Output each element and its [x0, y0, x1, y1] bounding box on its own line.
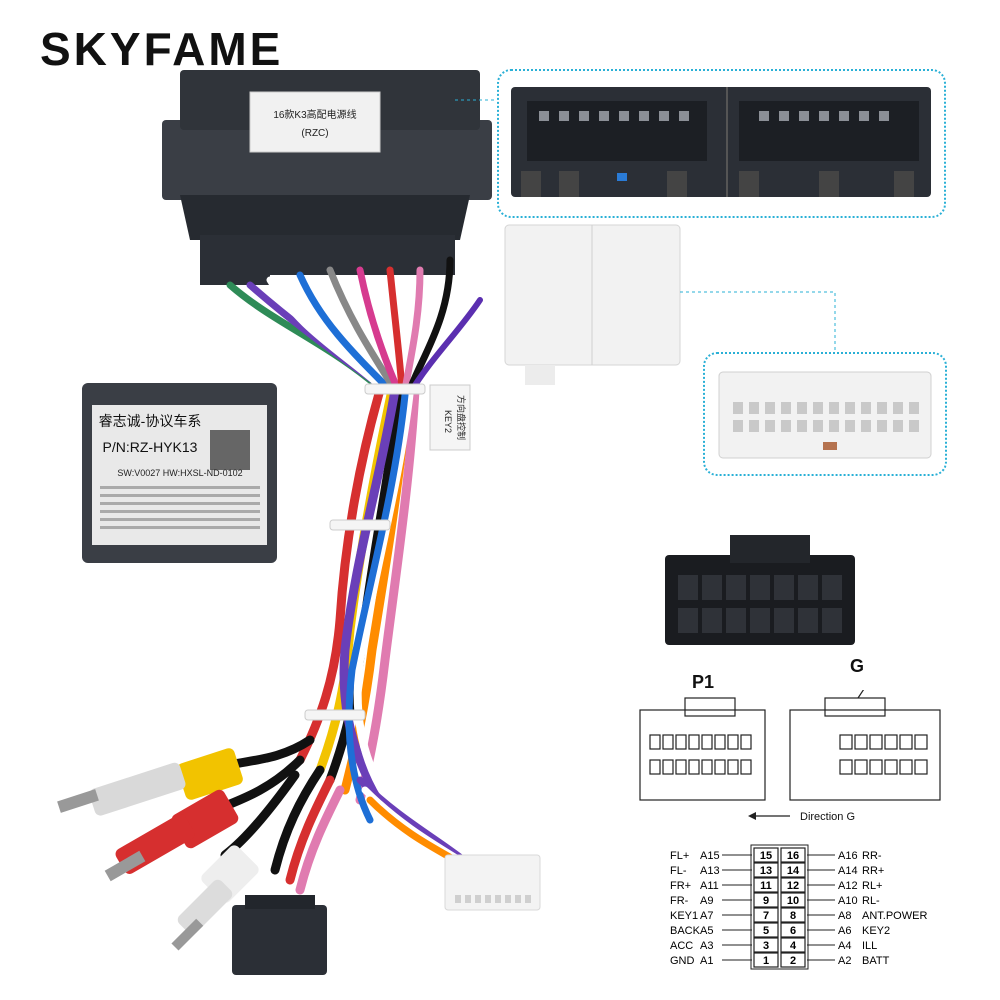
pin-left-code: A9 — [700, 895, 713, 907]
pin-left-label: FL- — [670, 865, 687, 877]
pin-right-code: A6 — [838, 925, 851, 937]
pin-right-label: RR+ — [862, 865, 884, 877]
inset-main-connector-face — [497, 69, 946, 218]
pin-left-num: 15 — [760, 850, 772, 862]
pin-left-code: A3 — [700, 940, 713, 952]
main-connector-label-line1: 16款K3高配电源线 — [273, 108, 356, 121]
pin-right-code: A2 — [838, 955, 851, 967]
pin-left-code: A7 — [700, 910, 713, 922]
rca-plug-white — [171, 845, 259, 951]
pin-left-label: ACC — [670, 940, 693, 952]
zip-ties — [304, 383, 426, 721]
white-connector — [504, 224, 681, 385]
pinout-line-drawings: Direction G — [639, 690, 941, 823]
iso-connector-render — [665, 535, 855, 645]
direction-label: Direction G — [800, 811, 855, 823]
main-connector-label-line2: (RZC) — [301, 128, 328, 139]
pin-left-code: A13 — [700, 865, 720, 877]
rca-plug-red — [104, 789, 239, 882]
pin-left-label: KEY1 — [670, 910, 698, 922]
pin-right-num: 12 — [787, 880, 799, 892]
module-pn: P/N:RZ-HYK13 — [103, 439, 198, 455]
pin-right-code: A16 — [838, 850, 858, 862]
rca-plug-yellow — [57, 748, 243, 816]
pin-left-label: FL+ — [670, 850, 689, 862]
pin-left-label: FR- — [670, 895, 689, 907]
main-connector: 16款K3高配电源线 (RZC) — [162, 70, 492, 285]
brand-logo: SKYFAME — [40, 23, 284, 75]
pin-right-num: 14 — [787, 865, 800, 877]
cable-tag-line2: 方向盘控制 — [456, 395, 467, 440]
pin-left-code: A15 — [700, 850, 720, 862]
pin-right-num: 10 — [787, 895, 799, 907]
pin-right-num: 8 — [790, 910, 796, 922]
pin-left-num: 5 — [763, 925, 769, 937]
pin-right-label: RR- — [862, 850, 882, 862]
bottom-black-connector — [232, 895, 327, 975]
pin-right-num: 6 — [790, 925, 796, 937]
module-sw: SW:V0027 HW:HXSL-ND-0102 — [117, 468, 242, 478]
pin-right-code: A4 — [838, 940, 851, 952]
pin-left-label: BACK — [670, 925, 701, 937]
pin-left-label: GND — [670, 955, 695, 967]
p1-label: P1 — [692, 672, 715, 692]
pin-left-code: A5 — [700, 925, 713, 937]
pin-right-label: RL- — [862, 895, 880, 907]
inset-white-connector-face — [703, 352, 947, 476]
pin-right-label: BATT — [862, 955, 890, 967]
pin-left-num: 1 — [763, 955, 769, 967]
white-end-connector — [444, 854, 541, 911]
pin-left-num: 3 — [763, 940, 769, 952]
pin-left-num: 13 — [760, 865, 772, 877]
g-label: G — [850, 656, 865, 676]
pin-left-code: A11 — [700, 880, 719, 892]
pin-right-code: A14 — [838, 865, 858, 877]
pin-right-label: ANT.POWER — [862, 910, 927, 922]
pin-right-num: 16 — [787, 850, 799, 862]
pin-left-num: 11 — [760, 880, 772, 892]
pin-right-code: A12 — [838, 880, 858, 892]
wire-bundle — [210, 256, 484, 895]
pin-left-num: 7 — [763, 910, 769, 922]
pin-right-num: 4 — [790, 940, 797, 952]
cable-tag — [429, 384, 471, 451]
pin-left-label: FR+ — [670, 880, 691, 892]
pin-right-num: 2 — [790, 955, 796, 967]
pin-right-label: ILL — [862, 940, 877, 952]
cable-tag-line1: KEY2 — [443, 410, 453, 433]
pin-left-code: A1 — [700, 955, 713, 967]
direction-arrow — [748, 812, 790, 820]
module-title: 睿志诚-协议车系 — [99, 413, 202, 429]
pin-right-code: A8 — [838, 910, 851, 922]
pin-right-label: RL+ — [862, 880, 883, 892]
pin-right-label: KEY2 — [862, 925, 890, 937]
pin-right-code: A10 — [838, 895, 858, 907]
pin-left-num: 9 — [763, 895, 769, 907]
